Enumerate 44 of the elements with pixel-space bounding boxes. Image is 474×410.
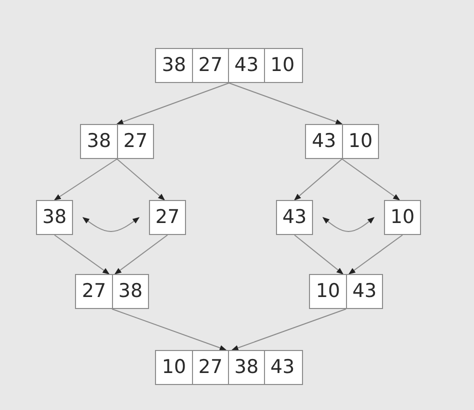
array-box: [80, 124, 154, 159]
number-cell-text: 10: [314, 279, 342, 304]
number-cell-text: 43: [281, 205, 308, 230]
number-cell: 10: [264, 49, 300, 82]
array-box: [149, 200, 186, 235]
array-box: [36, 200, 73, 235]
arrow: [294, 234, 344, 274]
number-cell-text: 43: [310, 129, 338, 154]
number-cell: 27: [192, 49, 228, 82]
arrow: [231, 308, 346, 350]
number-cell: 38: [112, 275, 148, 308]
array-box: [305, 124, 379, 159]
array-box: [384, 200, 421, 235]
number-cell: 43: [228, 49, 264, 82]
number-cell-text: 27: [80, 279, 108, 304]
number-cell-text: 38: [160, 53, 188, 78]
arrow: [228, 82, 343, 124]
number-cell: 27: [192, 351, 228, 384]
arrow: [348, 234, 403, 274]
array-box: [155, 350, 303, 385]
array-box: [155, 48, 303, 83]
array-box: [276, 200, 313, 235]
arrow: [116, 82, 230, 124]
arrow: [112, 308, 227, 350]
number-cell: 43: [346, 275, 382, 308]
number-cell: 38: [228, 351, 264, 384]
number-cell-text: 10: [160, 355, 188, 380]
number-cell-text: 38: [86, 129, 112, 154]
arrow: [116, 158, 166, 200]
number-cell-text: 27: [154, 205, 181, 230]
array-box: [309, 274, 383, 309]
arrow: [54, 234, 110, 274]
number-cell-text: 38: [41, 205, 68, 230]
number-cell-text: 10: [389, 205, 416, 230]
swap-arrow: [82, 217, 140, 232]
array-box: [75, 274, 149, 309]
arrow: [54, 158, 118, 200]
arrow: [342, 158, 400, 200]
number-cell: 43: [264, 351, 300, 384]
arrow: [114, 234, 168, 274]
swap-arrow: [322, 217, 375, 232]
number-cell: 10: [342, 125, 378, 158]
number-cell: 27: [117, 125, 153, 158]
arrow: [294, 158, 342, 200]
